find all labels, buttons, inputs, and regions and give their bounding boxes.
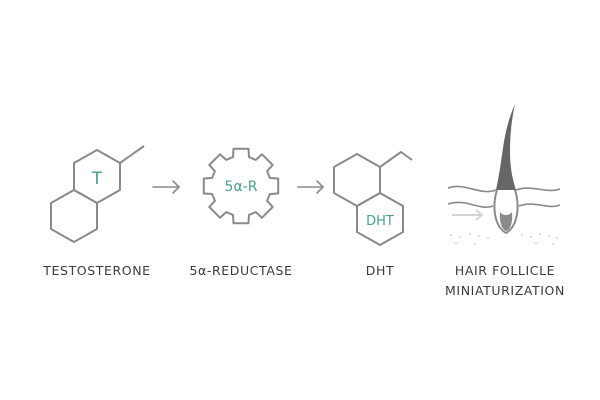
arrow-icon: [297, 180, 324, 194]
gear-icon: [202, 147, 280, 225]
dht-label: DHT: [365, 263, 395, 278]
testosterone-molecule-icon: [50, 145, 145, 243]
dht-molecule-icon: [333, 151, 413, 246]
testosterone-badge: T: [91, 169, 103, 189]
hair-follicle-label: HAIR FOLLICLE: [454, 263, 556, 278]
hair-follicle-icon: [447, 104, 561, 245]
arrow-icon: [152, 180, 180, 194]
miniaturization-label: MINIATURIZATION: [445, 283, 565, 298]
dht-badge: DHT: [366, 214, 394, 229]
testosterone-label: TESTOSTERONE: [43, 263, 151, 278]
reductase-label: 5α-REDUCTASE: [189, 263, 293, 278]
reductase-badge: 5α-R: [225, 179, 258, 195]
